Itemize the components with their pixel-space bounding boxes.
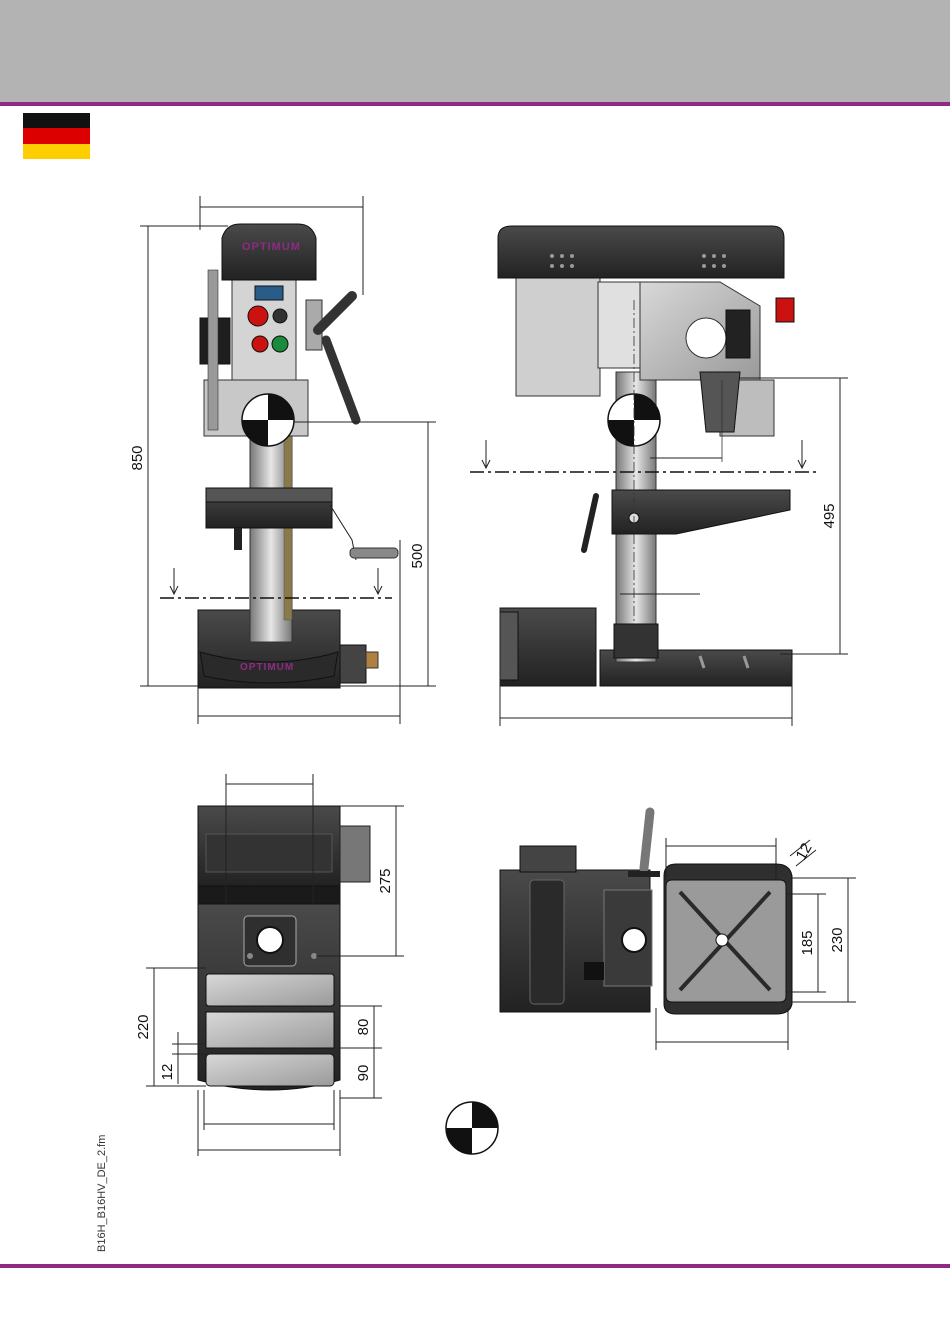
dim-top-slot-80: 80 xyxy=(355,1019,372,1036)
front-view: OPTIMUM OPTIMUM xyxy=(129,196,436,724)
dim-plan-outer: 230 xyxy=(829,927,846,952)
column-target-icon xyxy=(608,394,660,446)
file-name-label: B16H_B16HV_DE_2.fm xyxy=(96,1135,108,1252)
dim-plan-slot: 12 xyxy=(793,840,816,863)
side-view: 495 xyxy=(470,226,848,726)
front-head-brand: OPTIMUM xyxy=(242,241,301,253)
dim-front-height: 850 xyxy=(129,445,146,470)
dim-plan-inner: 185 xyxy=(799,930,816,955)
plan-view: 12 185 230 xyxy=(500,812,856,1050)
front-base-brand: OPTIMUM xyxy=(240,662,294,673)
dim-top-slot-spacing: 12 xyxy=(159,1064,176,1081)
dim-top-slot-90: 90 xyxy=(355,1065,372,1082)
dim-front-spindle-base: 500 xyxy=(409,543,426,568)
footer-rule xyxy=(0,1264,950,1268)
dim-top-table: 220 xyxy=(135,1014,152,1039)
spindle-target-icon xyxy=(242,394,294,446)
dim-top-depth: 275 xyxy=(377,868,394,893)
dim-side-spindle-base: 495 xyxy=(821,503,838,528)
legend-target-icon xyxy=(446,1102,498,1154)
top-view: 275 220 12 80 90 xyxy=(135,774,404,1156)
